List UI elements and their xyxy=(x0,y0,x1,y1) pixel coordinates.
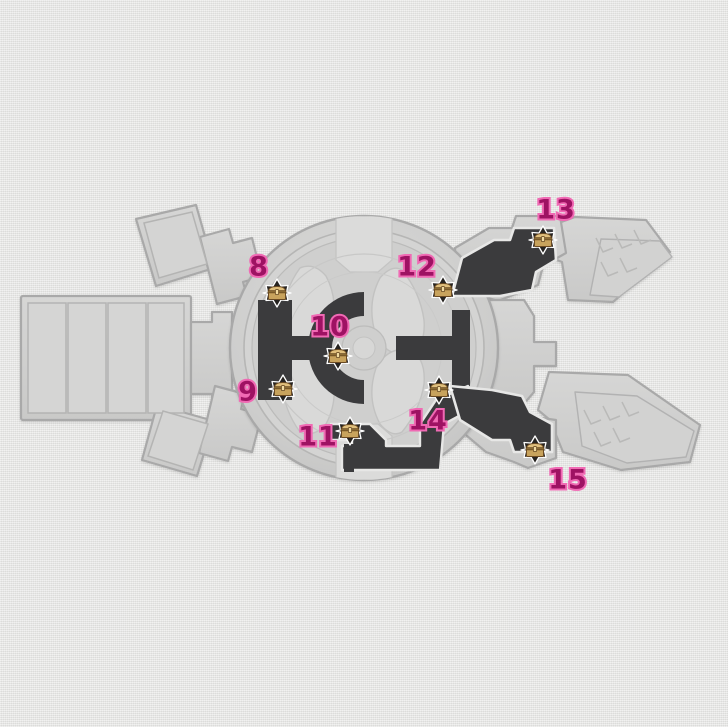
hub-spine-north xyxy=(335,216,393,273)
treasure-chest-icon xyxy=(533,232,553,247)
corridor-hub-spoke-east xyxy=(396,310,470,386)
treasure-chest-marker[interactable] xyxy=(424,375,454,405)
marker-label-14: 14 xyxy=(406,405,449,437)
west-hall-bay-dividers xyxy=(27,302,185,414)
treasure-chest-marker[interactable] xyxy=(335,416,365,446)
marker-label-9: 9 xyxy=(236,376,259,408)
marker-label-12: 12 xyxy=(395,251,438,283)
hub-chamber-se xyxy=(371,348,425,435)
corridor-south-stub xyxy=(344,444,354,472)
treasure-chest-icon xyxy=(328,348,348,363)
hub-chamber-ne xyxy=(371,267,425,356)
treasure-chest-marker[interactable] xyxy=(262,278,292,308)
map-diagonal-corridors xyxy=(448,226,558,454)
treasure-chest-icon xyxy=(433,282,453,297)
treasure-chest-marker[interactable] xyxy=(323,341,353,371)
treasure-chest-marker[interactable] xyxy=(428,275,458,305)
corridor-southeast-dark xyxy=(448,384,554,454)
treasure-chest-icon xyxy=(267,285,287,300)
marker-label-13: 13 xyxy=(534,194,577,226)
treasure-chest-icon xyxy=(525,442,545,457)
marker-label-8: 8 xyxy=(247,251,270,283)
hall-pillar-details xyxy=(583,229,652,447)
hub-interior xyxy=(258,216,470,480)
treasure-chest-icon xyxy=(273,381,293,396)
room-northeast-hall-outer xyxy=(589,238,673,298)
map-central-hub xyxy=(228,214,500,482)
treasure-chest-icon xyxy=(429,382,449,397)
corridor-hub-ring xyxy=(308,292,364,404)
marker-label-10: 10 xyxy=(308,311,351,343)
corridor-hub-spoke-west xyxy=(258,300,332,400)
treasure-chest-icon xyxy=(340,423,360,438)
wing-inner-outlines xyxy=(143,211,209,471)
treasure-chest-marker[interactable] xyxy=(520,435,550,465)
hub-core-inner xyxy=(352,336,376,360)
marker-label-15: 15 xyxy=(546,464,589,496)
treasure-chest-marker[interactable] xyxy=(268,374,298,404)
corridor-northeast-dark xyxy=(450,226,558,298)
marker-label-11: 11 xyxy=(296,421,339,453)
treasure-chest-marker[interactable] xyxy=(528,225,558,255)
